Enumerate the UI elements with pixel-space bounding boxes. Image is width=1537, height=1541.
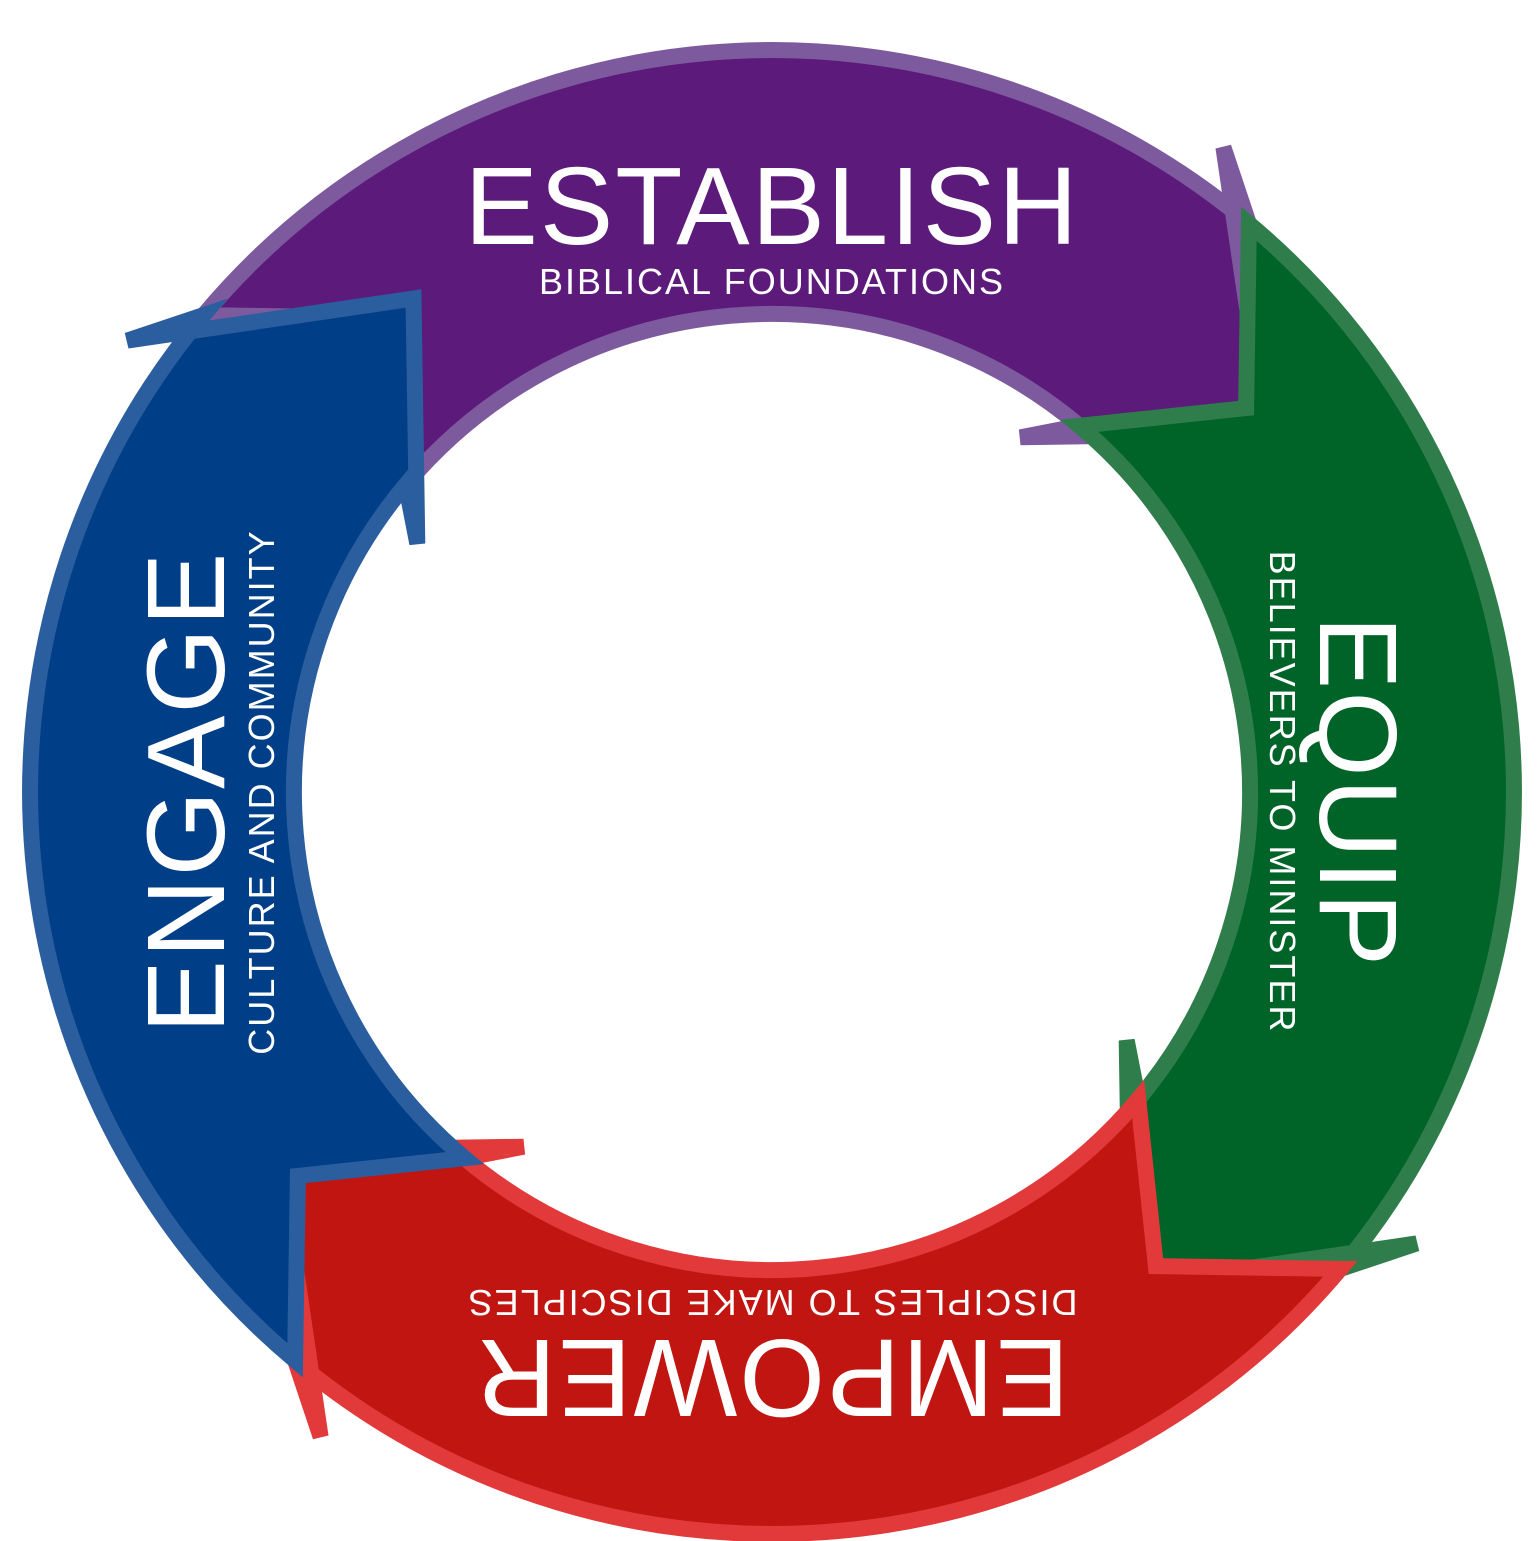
subtitle-equip: BELIEVERS TO MINISTER bbox=[1262, 551, 1303, 1034]
arrow-engage bbox=[22, 289, 485, 1378]
title-empower: EMPOWER bbox=[475, 1316, 1070, 1439]
title-equip: EQUIP bbox=[1296, 616, 1419, 968]
arrow-equip bbox=[1059, 206, 1522, 1295]
title-establish: ESTABLISH bbox=[464, 145, 1079, 268]
title-engage: ENGAGE bbox=[125, 551, 248, 1034]
subtitle-empower: DISCIPLES TO MAKE DISCIPLES bbox=[467, 1282, 1078, 1323]
arrow-empower bbox=[269, 1079, 1358, 1541]
labels: ESTABLISH BIBLICAL FOUNDATIONS EQUIP BEL… bbox=[125, 145, 1419, 1439]
arrows bbox=[22, 42, 1522, 1541]
subtitle-establish: BIBLICAL FOUNDATIONS bbox=[539, 261, 1005, 302]
subtitle-engage: CULTURE AND COMMUNITY bbox=[241, 529, 282, 1054]
arrow-establish bbox=[186, 42, 1275, 505]
